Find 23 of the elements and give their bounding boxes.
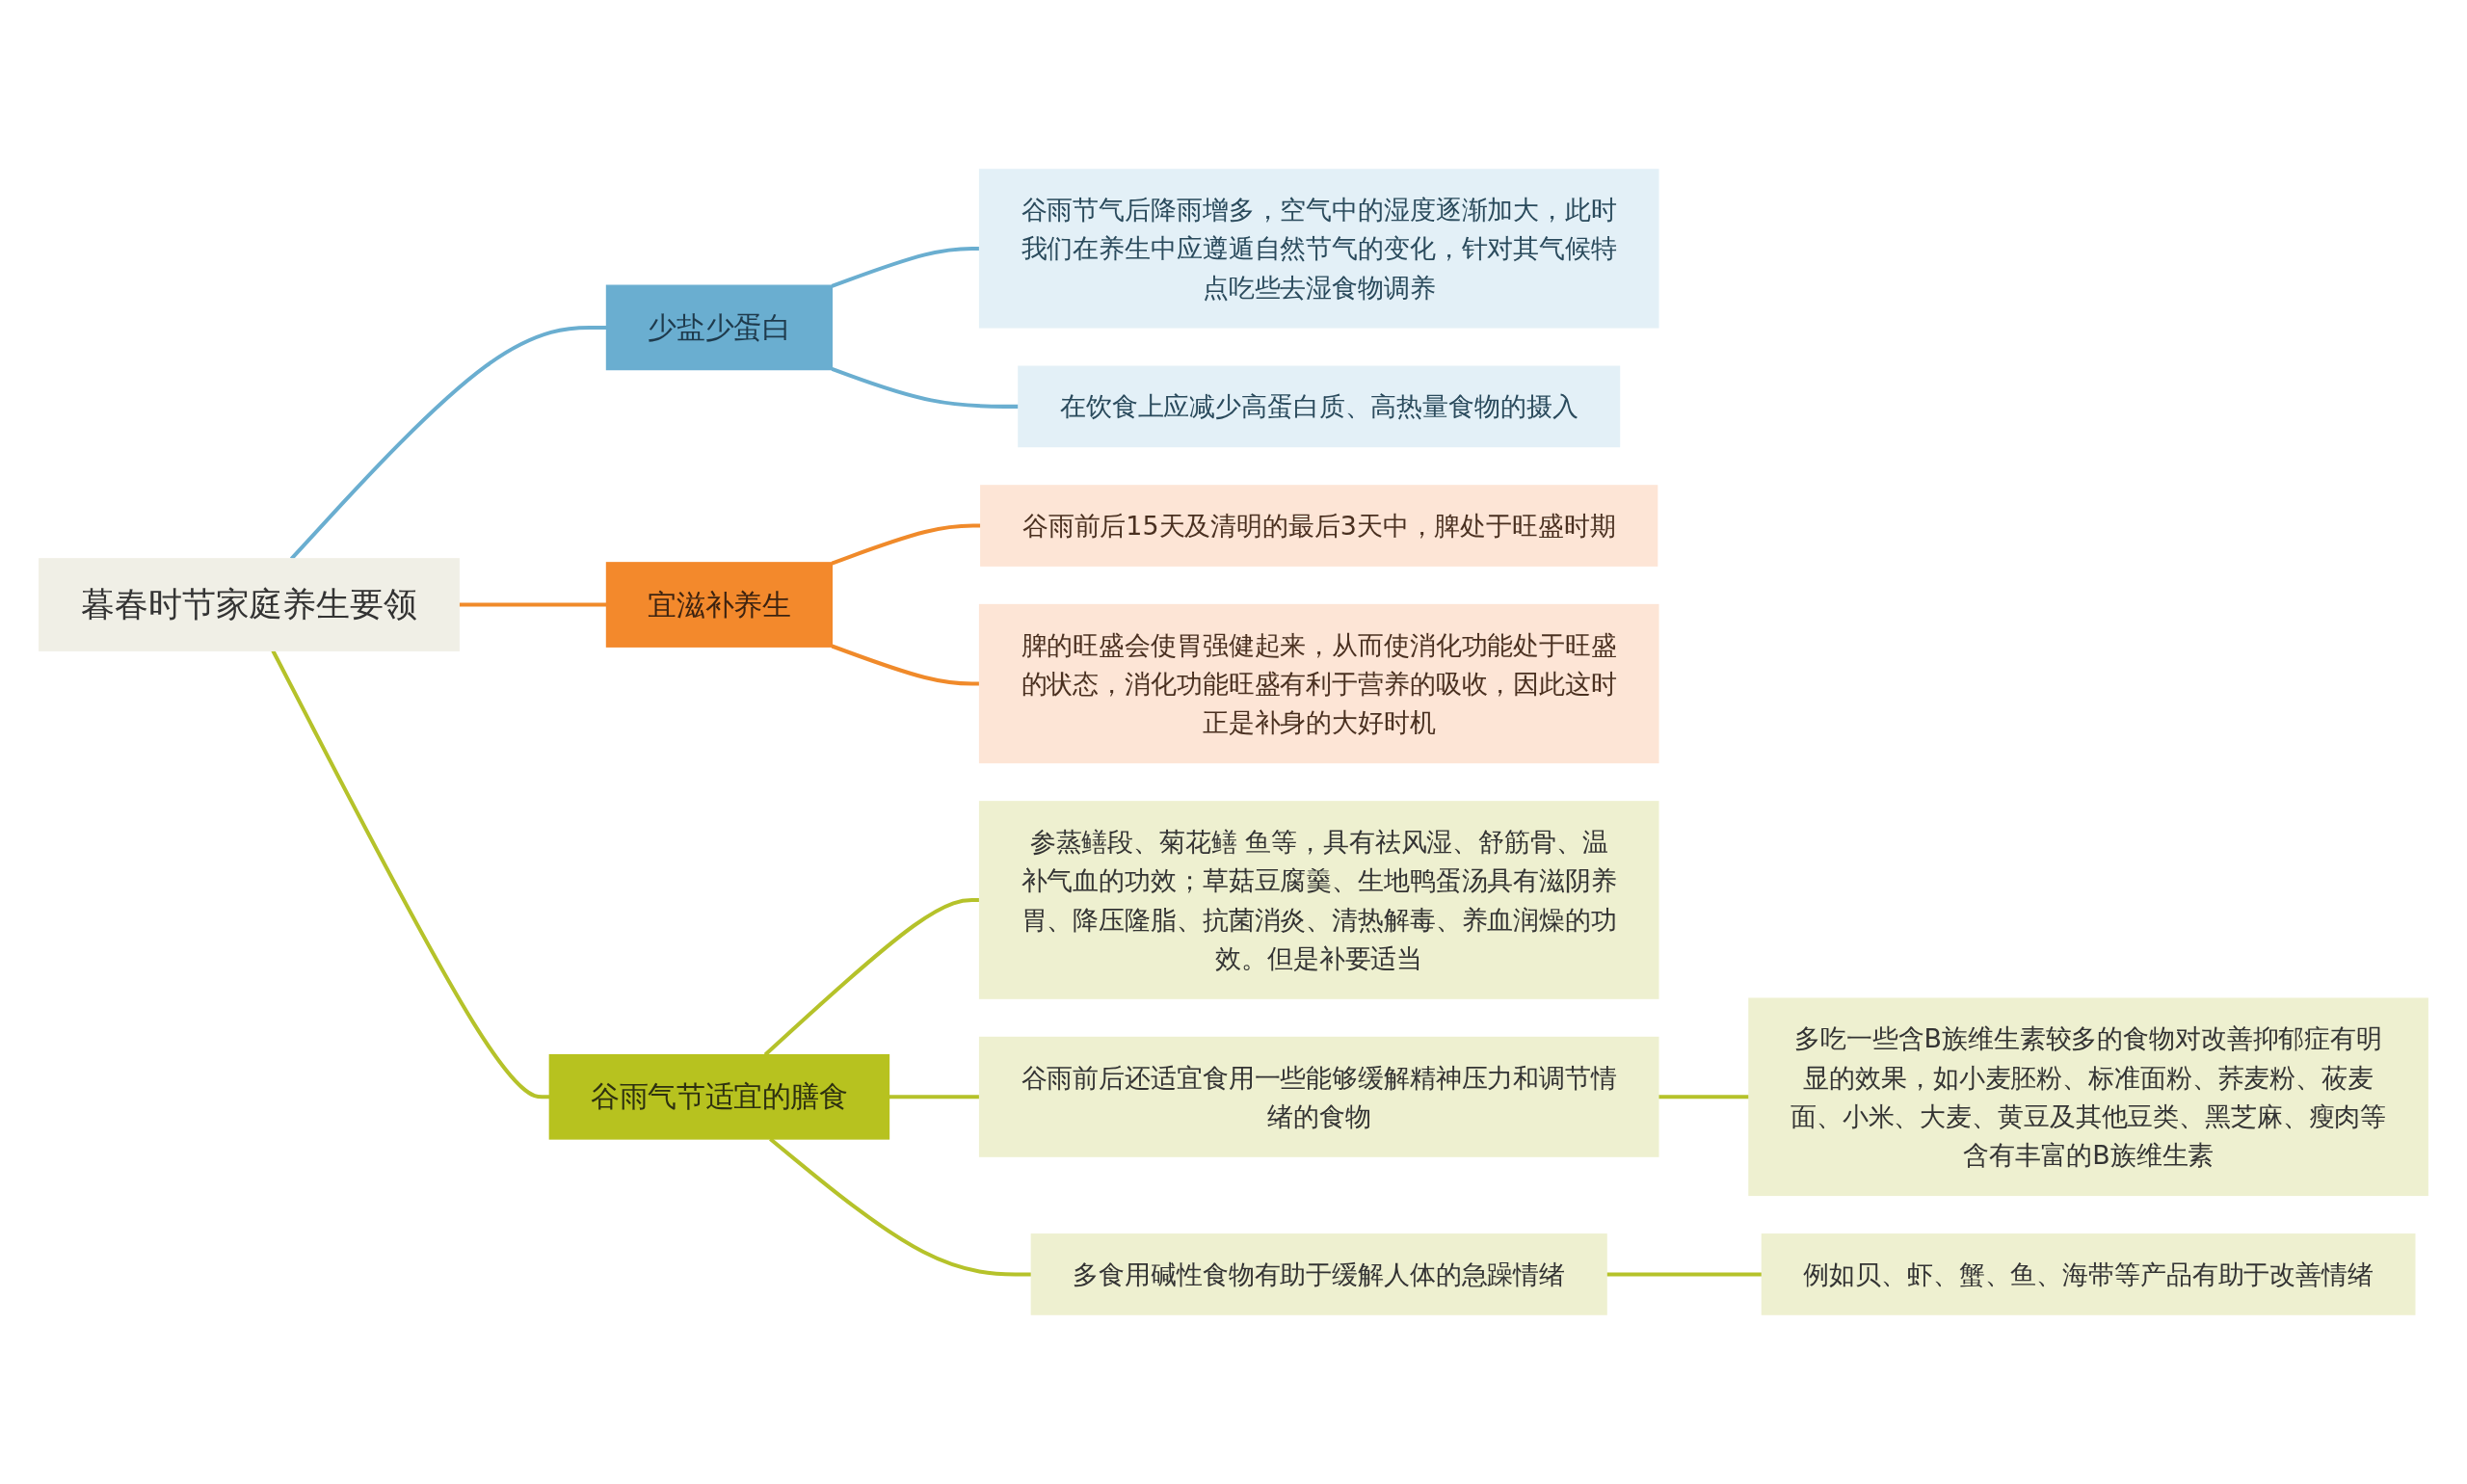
node-box: 谷雨气节适宜的膳食 (548, 1053, 890, 1140)
connector (1658, 1095, 1749, 1100)
connector (889, 1095, 980, 1100)
node-box: 谷雨前后还适宜食用一些能够缓解精神压力和调节情绪的食物 (978, 1036, 1659, 1157)
node-box: 谷雨前后15天及清明的最后3天中，脾处于旺盛时期 (980, 485, 1658, 567)
connector (831, 523, 981, 566)
node-box: 多吃一些含B族维生素较多的食物对改善抑郁症有明显的效果，如小麦胚粉、标准面粉、荞麦粉、莜麦面、小米、大麦、黄豆及其他豆类、黑芝麻、瘦肉等含有丰富的B族维生素 (1748, 997, 2428, 1197)
connector (769, 1137, 1032, 1277)
connector (831, 644, 980, 686)
connector (831, 246, 980, 288)
connector (271, 649, 550, 1100)
node-box: 少盐少蛋白 (605, 284, 833, 371)
node-box: 暮春时节家庭养生要领 (39, 558, 460, 651)
node-box: 多食用碱性食物有助于缓解人体的急躁情绪 (1030, 1233, 1607, 1315)
node-box: 例如贝、虾、蟹、鱼、海带等产品有助于改善情绪 (1761, 1233, 2416, 1315)
node-box: 参蒸鳝段、菊花鳝 鱼等，具有祛风湿、舒筋骨、温补气血的功效；草菇豆腐羹、生地鸭蛋汤具有滋阴养胃、降压隆脂、抗菌消炎、清热解毒、养血润燥的功效。但是补要适当 (978, 801, 1659, 999)
node-box: 谷雨节气后降雨增多，空气中的湿度逐渐加大，此时我们在养生中应遵遁自然节气的变化，针对其气候特点吃些去湿食物调养 (978, 169, 1659, 329)
connector (831, 366, 1019, 409)
node-box: 在饮食上应减少高蛋白质、高热量食物的摄入 (1018, 365, 1621, 448)
connector (459, 602, 607, 607)
node-box: 脾的旺盛会使胃强健起来，从而使消化功能处于旺盛的状态，消化功能旺盛有利于营养的吸收，因此这时正是补身的大好时机 (978, 603, 1659, 764)
connector (1606, 1272, 1763, 1277)
node-box: 宜滋补养生 (605, 562, 833, 648)
